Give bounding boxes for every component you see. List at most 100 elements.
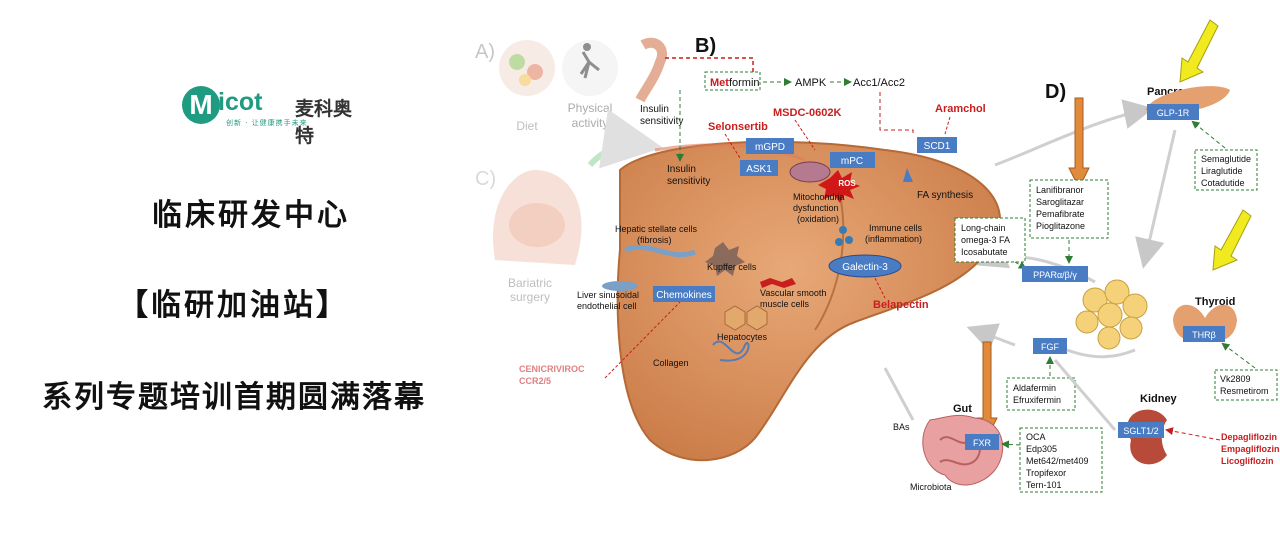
- sglt-drug-3: Licogliflozin: [1221, 456, 1274, 466]
- hsc-label-1: Hepatic stellate cells: [615, 224, 698, 234]
- fa-synthesis-icon: [903, 168, 913, 182]
- bariatric-label-2: surgery: [510, 290, 550, 304]
- lifestyle-panel: A) Diet Physical activity C) Bariatric s…: [475, 40, 663, 304]
- smooth-muscle-icon: [760, 278, 796, 288]
- fxr-drugs-box: [1019, 427, 1103, 493]
- logo-chinese-name: 麦科奥特: [295, 98, 353, 147]
- lsec-label-2: endothelial cell: [577, 301, 637, 311]
- liver-targets: mGPD mPC ASK1 SCD1 ROS FA synthesis: [740, 137, 973, 203]
- ppar-drug-3: Pemafibrate: [1036, 209, 1085, 219]
- headline-series-title: 【临研加油站】: [118, 288, 349, 323]
- glp-drug-3: Cotadutide: [1201, 178, 1245, 188]
- intestine-organ-icon: [922, 414, 1004, 486]
- acc-label: Acc1/Acc2: [853, 77, 905, 89]
- insulin-sensitivity-top-1: Insulin: [640, 104, 669, 115]
- immune-cell-icon: [839, 226, 847, 234]
- immune-label-1: Immune cells: [869, 223, 923, 233]
- metformin-label: Metformin: [710, 77, 760, 89]
- ccr-label: CCR2/5: [519, 376, 551, 386]
- fgf-target: FGF: [1041, 342, 1059, 352]
- galectin-target: [828, 254, 902, 278]
- thr-drug-2: Resmetirom: [1220, 386, 1269, 396]
- fxr-drug-5: Tern-101: [1026, 480, 1062, 490]
- lsec-label-1: Liver sinusoidal: [577, 290, 639, 300]
- omega-1: Long-chain: [961, 223, 1006, 233]
- sglt-drug-1: Depagliflozin: [1221, 432, 1277, 442]
- kupffer-cell-icon: [705, 242, 745, 276]
- diet-food-icon: [499, 40, 555, 96]
- fxr-drug-2: Edp305: [1026, 444, 1057, 454]
- stellate-cell-icon: [624, 244, 696, 258]
- mito-label-1: Mitochondria: [793, 192, 845, 202]
- immune-label-2: (inflammation): [865, 234, 922, 244]
- mpc-target: mPC: [841, 156, 863, 167]
- ros-burst-icon: [818, 170, 860, 203]
- fxr-drug-3: Met642/met409: [1026, 456, 1089, 466]
- collagen-label: Collagen: [653, 358, 689, 368]
- fgf-drugs-box: [1006, 377, 1076, 411]
- insulin-muscle-icon: [635, 37, 667, 103]
- adipose-tissue-icon: [1075, 279, 1148, 350]
- glp-drugs-box: [1194, 149, 1258, 191]
- sglt-target: SGLT1/2: [1123, 426, 1158, 436]
- mito-label-2: dysfunction: [793, 203, 839, 213]
- headline-center-title: 临床研发中心: [152, 198, 350, 233]
- fxr-drug-1: OCA: [1026, 432, 1046, 442]
- insulin-sensitivity-liver-2: sensitivity: [667, 176, 710, 187]
- yellow-arrow-pancreas-icon: [1179, 19, 1219, 83]
- diet-label: Diet: [516, 119, 538, 133]
- sglt-drug-2: Empagliflozin: [1221, 444, 1280, 454]
- hepatocytes-label: Hepatocytes: [717, 332, 768, 342]
- belapectin-drug: Belapectin: [873, 299, 929, 311]
- msdc-drug: MSDC-0602K: [773, 107, 842, 119]
- galectin-label: Galectin-3: [842, 262, 888, 273]
- left-panel: M icot 麦科奥特 创新 · 让健康携手未来 临床研发中心 【临研加油站】 …: [0, 0, 520, 544]
- panel-c-label: C): [475, 168, 496, 190]
- chemokines-target: Chemokines: [656, 290, 712, 301]
- vsmc-label-2: muscle cells: [760, 299, 810, 309]
- ppar-drugs-box: [1029, 179, 1109, 239]
- microbiota-label: Microbiota: [910, 482, 952, 492]
- mitochondria-icon: [789, 161, 831, 183]
- glp-drug-2: Liraglutide: [1201, 166, 1243, 176]
- headline-event-title: 系列专题培训首期圆满落幕: [42, 380, 426, 415]
- metformin-box: [704, 71, 761, 91]
- ampk-label: AMPK: [795, 77, 827, 89]
- logo-wordmark: icot: [218, 88, 263, 116]
- hepatocyte-icon: [724, 305, 768, 331]
- fa-synthesis-label: FA synthesis: [917, 190, 973, 201]
- glp1r-target: GLP-1R: [1157, 108, 1190, 118]
- glp-drug-1: Semaglutide: [1201, 154, 1251, 164]
- logo-slogan: 创新 · 让健康携手未来: [226, 119, 308, 127]
- fxr-drug-4: Tropifexor: [1026, 468, 1066, 478]
- omega-2: omega-3 FA: [961, 235, 1010, 245]
- thrb-target: THRβ: [1192, 330, 1216, 340]
- ros-label: ROS: [838, 179, 856, 188]
- kidney-label: Kidney: [1140, 393, 1178, 405]
- scd1-target: SCD1: [924, 141, 951, 152]
- hsc-label-2: (fibrosis): [637, 235, 672, 245]
- panel-b-label: B): [695, 35, 716, 57]
- micot-logo: M icot 麦科奥特 创新 · 让健康携手未来: [182, 84, 357, 147]
- omega-3: Icosabutate: [961, 247, 1008, 257]
- running-person-icon: [562, 40, 618, 96]
- nash-mechanism-diagram: A) Diet Physical activity C) Bariatric s…: [475, 19, 1280, 493]
- gut-label: Gut: [953, 403, 972, 415]
- thr-drug-1: Vk2809: [1220, 374, 1251, 384]
- cenicriviroc-drug: CENICRIVIROC: [519, 364, 585, 374]
- aramchol-drug: Aramchol: [935, 103, 986, 115]
- ppar-drug-2: Saroglitazar: [1036, 197, 1084, 207]
- bariatric-label-1: Bariatric: [508, 276, 552, 290]
- panel-d-label: D): [1045, 81, 1066, 103]
- fgf-drug-1: Aldafermin: [1013, 383, 1056, 393]
- ppar-target: PPARα/β/γ: [1033, 270, 1077, 280]
- physical-activity-label-1: Physical: [568, 101, 613, 115]
- ppar-drug-1: Lanifibranor: [1036, 185, 1084, 195]
- panel-a-label: A): [475, 41, 495, 63]
- ppar-drug-4: Pioglitazone: [1036, 221, 1085, 231]
- mgpd-target: mGPD: [755, 142, 785, 153]
- endothelial-cell-icon: [602, 281, 638, 291]
- omega-box: [954, 217, 1026, 263]
- insulin-sensitivity-liver-1: Insulin: [667, 164, 696, 175]
- bas-label: BAs: [893, 422, 910, 432]
